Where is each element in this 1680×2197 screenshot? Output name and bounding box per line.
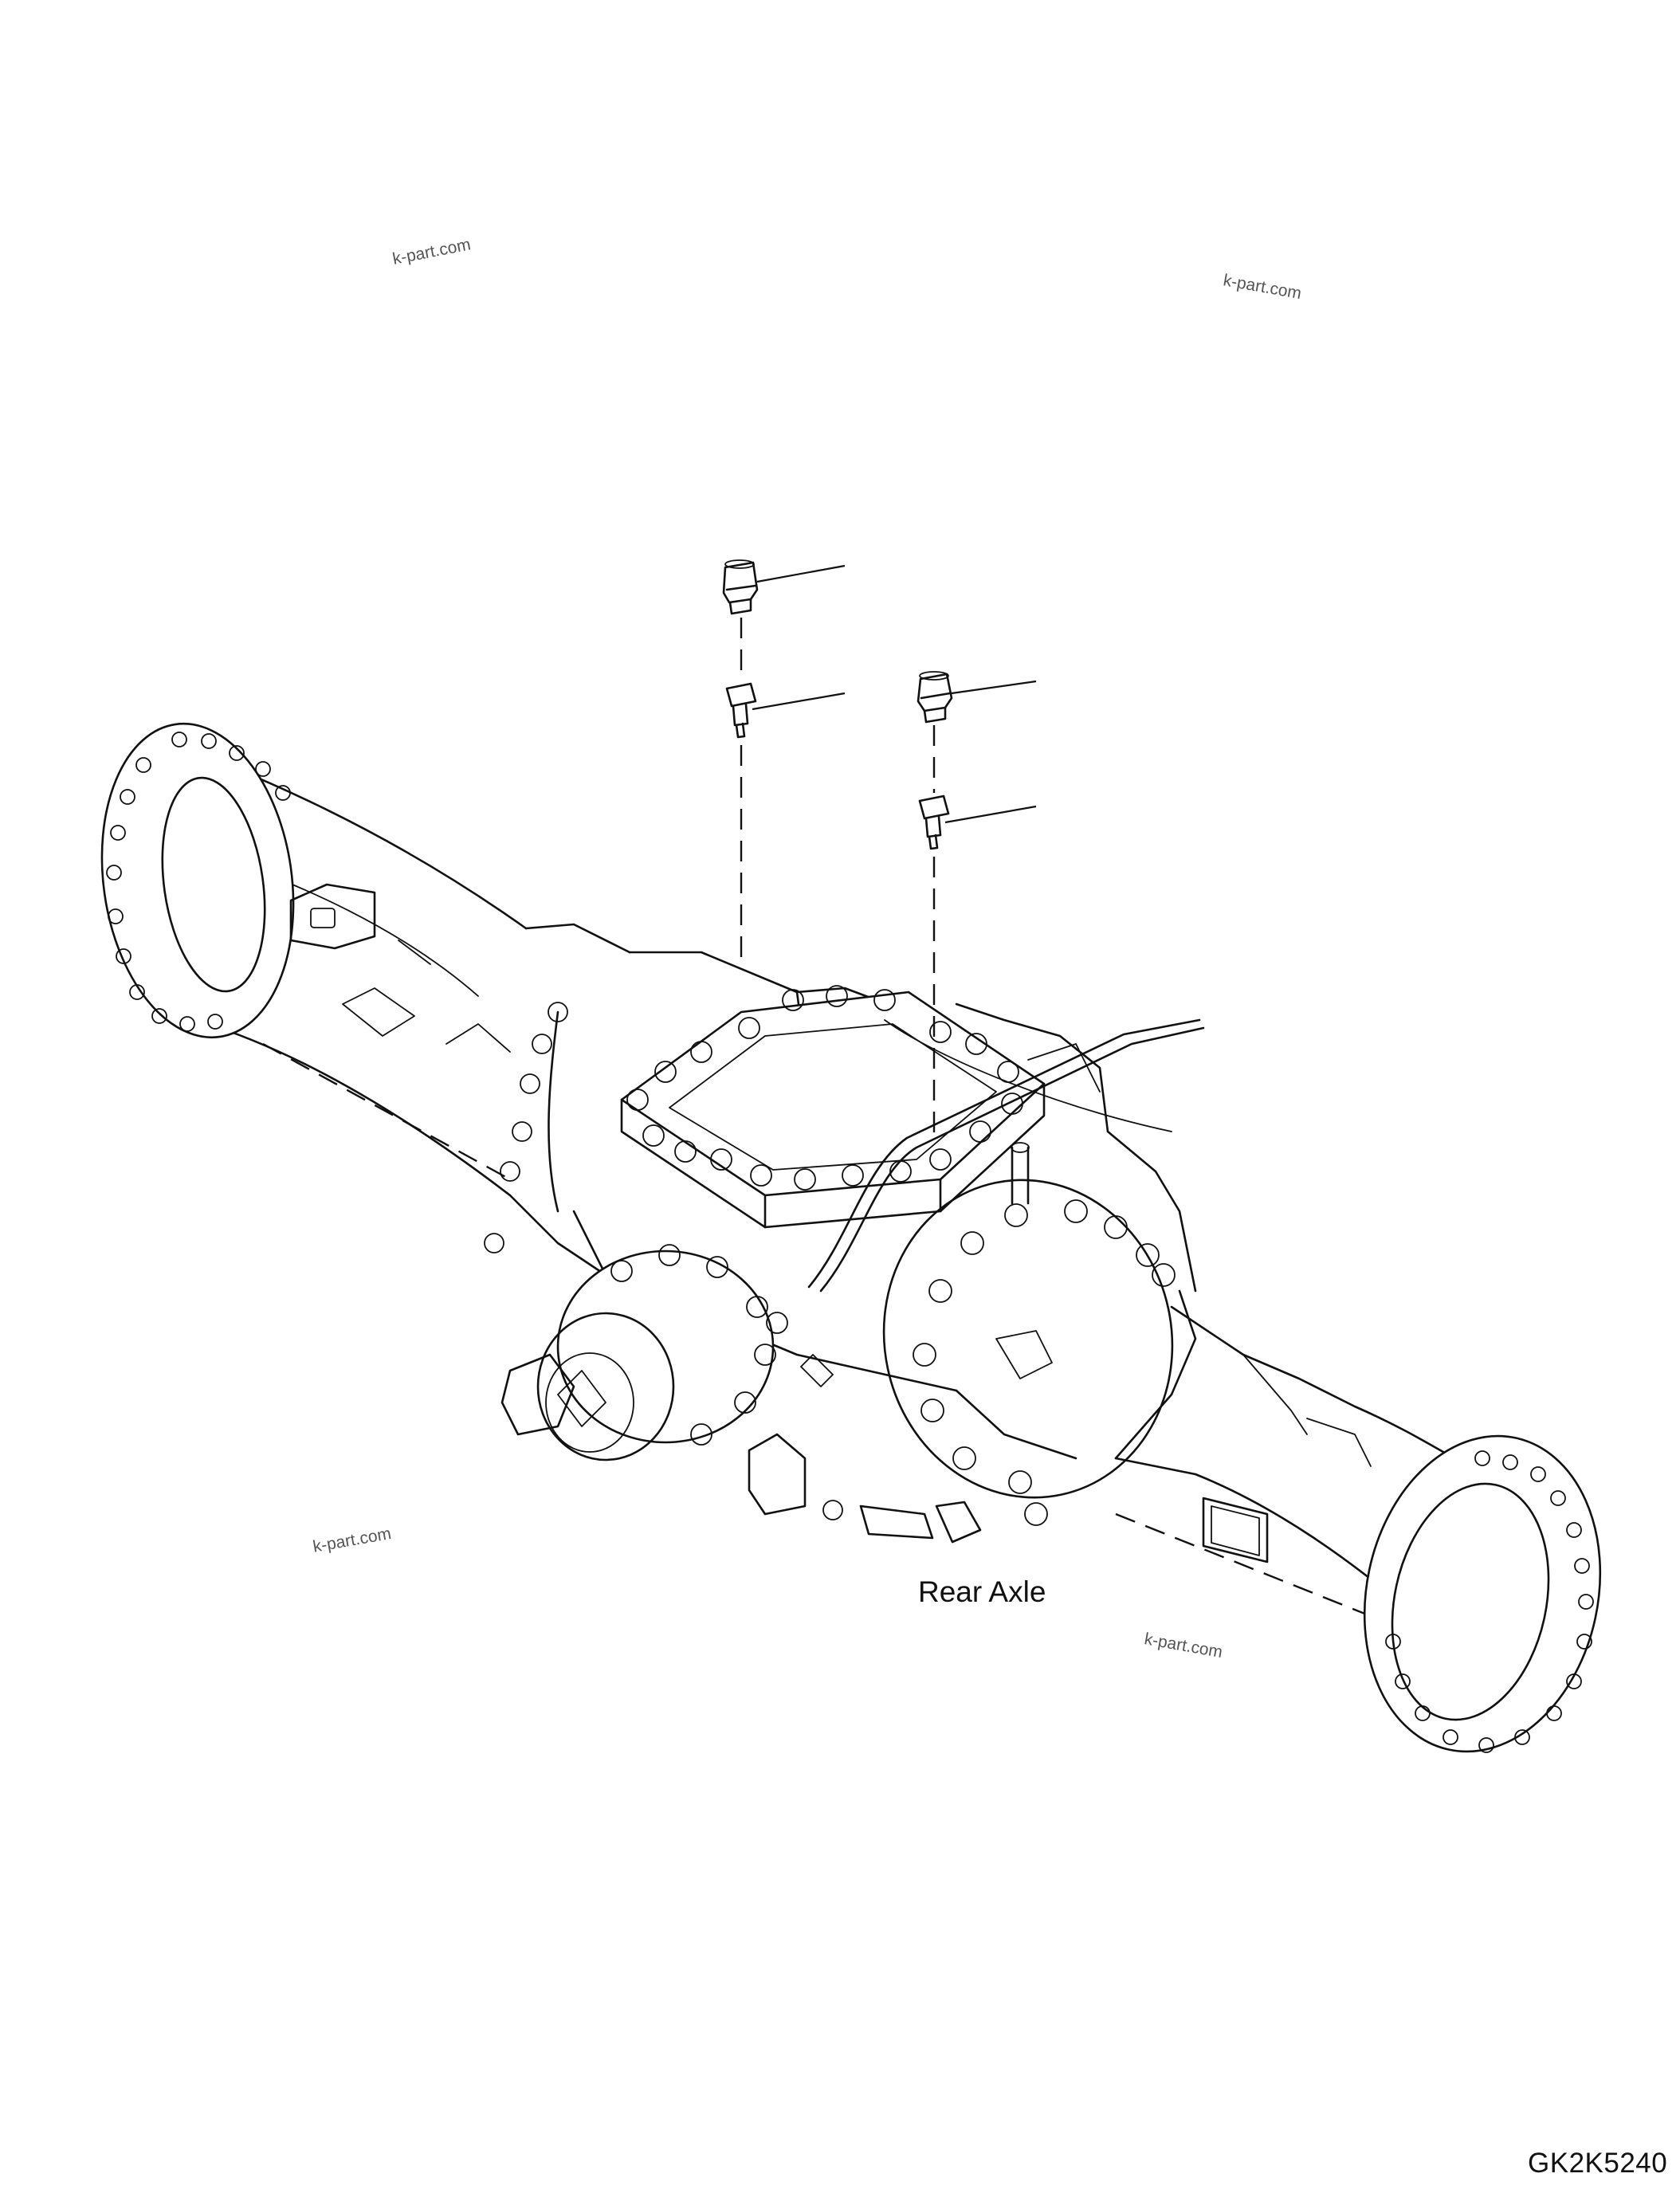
lower-bracket [748, 1433, 982, 1544]
diagram-caption: Rear Axle [918, 1575, 1046, 1608]
left-flange-bolt-holes [106, 732, 291, 1032]
right-wheel-flange [1363, 1434, 1602, 1753]
right-carrier [882, 1019, 1176, 1526]
left-housing-boss [289, 883, 376, 950]
adapter-right [918, 794, 1037, 850]
left-flange-bolts [484, 1002, 568, 1253]
right-flange-bolt-holes [1385, 1450, 1594, 1753]
pressure-switch-right [917, 671, 1037, 724]
right-carrier-bolts [913, 1199, 1176, 1526]
right-fitting-stack [917, 671, 1037, 1136]
differential-housing [484, 951, 1197, 1460]
cover-bolts [626, 985, 1023, 1191]
pressure-switch-left [722, 559, 846, 615]
left-wheel-flange [100, 722, 295, 1039]
breather-pipe [800, 1018, 1205, 1387]
left-fitting-stack [722, 559, 846, 960]
input-yoke [500, 1244, 788, 1461]
yoke-bolts [610, 1244, 788, 1446]
adapter-left [725, 682, 846, 739]
drawing-code: GK2K5240 [1528, 2148, 1668, 2179]
